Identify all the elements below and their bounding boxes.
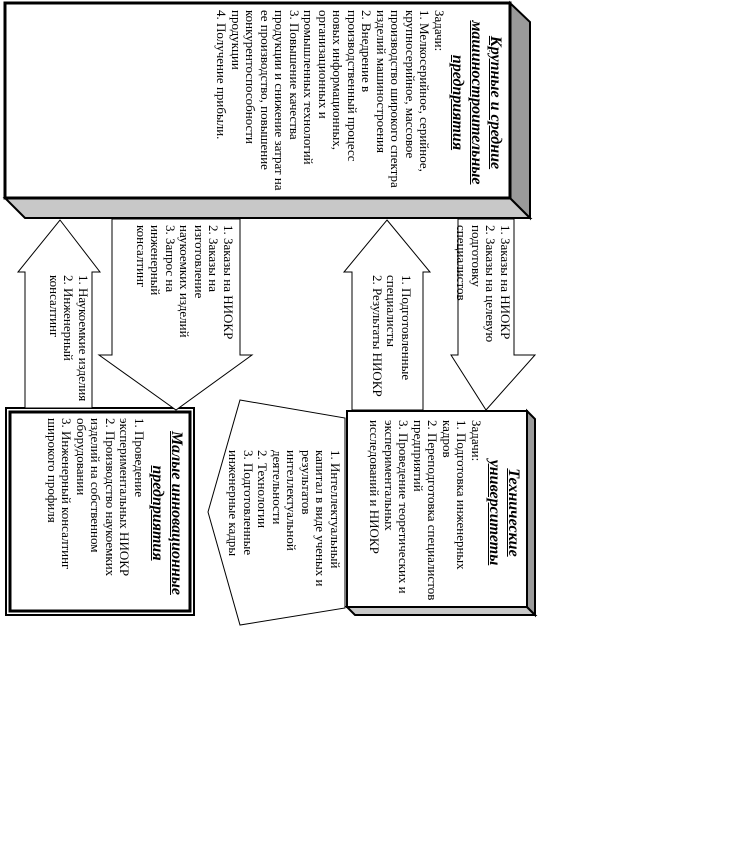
arrow-small-to-large-label: 1. Наукоемкие изделия 2. Инженерный конс…	[47, 275, 91, 405]
task-item: 3. Инженерный консалтинг широкого профил…	[45, 418, 75, 570]
task-item: 2. Переподготовка специалистов предприят…	[411, 420, 441, 601]
arrow-label-item: 2. Заказы на целевую подготовку специали…	[454, 225, 499, 343]
arrow-university-to-small	[207, 399, 346, 626]
large-enterprises-title: Крупные и средние машиностроительные пре…	[449, 20, 504, 185]
task-item: 1. Проведение экспериментальных НИОКР	[117, 418, 148, 577]
small-enterprises-content: Малые инновационные предприятия 1. Прове…	[45, 418, 187, 608]
technical-universities-title: Технические университеты	[486, 459, 522, 566]
arrow-label-item: 2. Технологии	[255, 450, 271, 529]
arrow-label-item: 1. Подготовленные специалисты	[384, 275, 415, 381]
arrow-large-to-university	[450, 218, 537, 411]
arrow-label-item: 2. Инженерный консалтинг	[47, 275, 77, 361]
arrow-label-item: 2. Заказы на изготовление наукоемких изд…	[177, 225, 222, 338]
task-item: 3. Повышение качества продукции и снижен…	[229, 10, 302, 191]
technical-universities-tasks-heading: Задачи:	[469, 420, 484, 462]
arrow-label-item: 1. Заказы на НИОКР	[221, 225, 236, 340]
technical-universities-content: Технические университеты Задачи: 1. Подг…	[367, 420, 523, 605]
arrow-label-item: 3. Запрос на инженерный консалтинг	[134, 225, 178, 296]
small-enterprises-title: Малые инновационные предприятия	[149, 431, 185, 595]
task-item: 4. Получение прибыли.	[214, 10, 230, 140]
task-item: 2. Производство наукоемких изделий на со…	[74, 418, 118, 577]
arrow-university-to-small-label: 1. Интеллектуальный капитал в виде учены…	[226, 450, 344, 600]
technical-universities-box	[344, 408, 538, 618]
task-item: 2. Внедрение в производственный процесс …	[301, 10, 375, 165]
arrow-label-item: 1. Интеллектуальный капитал в виде учены…	[270, 450, 343, 587]
arrow-large-to-university-label: 1. Заказы на НИОКР 2. Заказы на целевую …	[454, 225, 514, 350]
arrow-label-item: 1. Заказы на НИОКР	[498, 225, 513, 340]
arrow-university-to-large-label: 1. Подготовленные специалисты 2. Результ…	[370, 275, 414, 405]
arrow-large-to-small-label: 1. Заказы на НИОКР 2. Заказы на изготовл…	[134, 225, 236, 350]
arrow-label-item: 1. Наукоемкие изделия	[76, 275, 91, 402]
arrow-small-to-large	[16, 219, 102, 409]
arrow-large-to-small	[97, 218, 254, 411]
arrow-label-item: 3. Подготовленные инженерные кадры	[226, 450, 257, 557]
small-enterprises-box	[5, 407, 195, 616]
large-enterprises-box	[2, 0, 533, 221]
large-enterprises-content: Крупные и средние машиностроительные пре…	[214, 10, 505, 195]
task-item: 3. Проведение теоретических и эксперимен…	[367, 420, 412, 594]
arrow-university-to-large	[342, 219, 432, 411]
large-enterprises-tasks-heading: Задачи:	[432, 10, 447, 52]
arrow-label-item: 2. Результаты НИОКР	[370, 275, 385, 397]
task-item: 1. Мелкосерийное, серийное, крупносерийн…	[374, 10, 433, 188]
task-item: 1. Подготовка инженерных кадров	[440, 420, 470, 570]
